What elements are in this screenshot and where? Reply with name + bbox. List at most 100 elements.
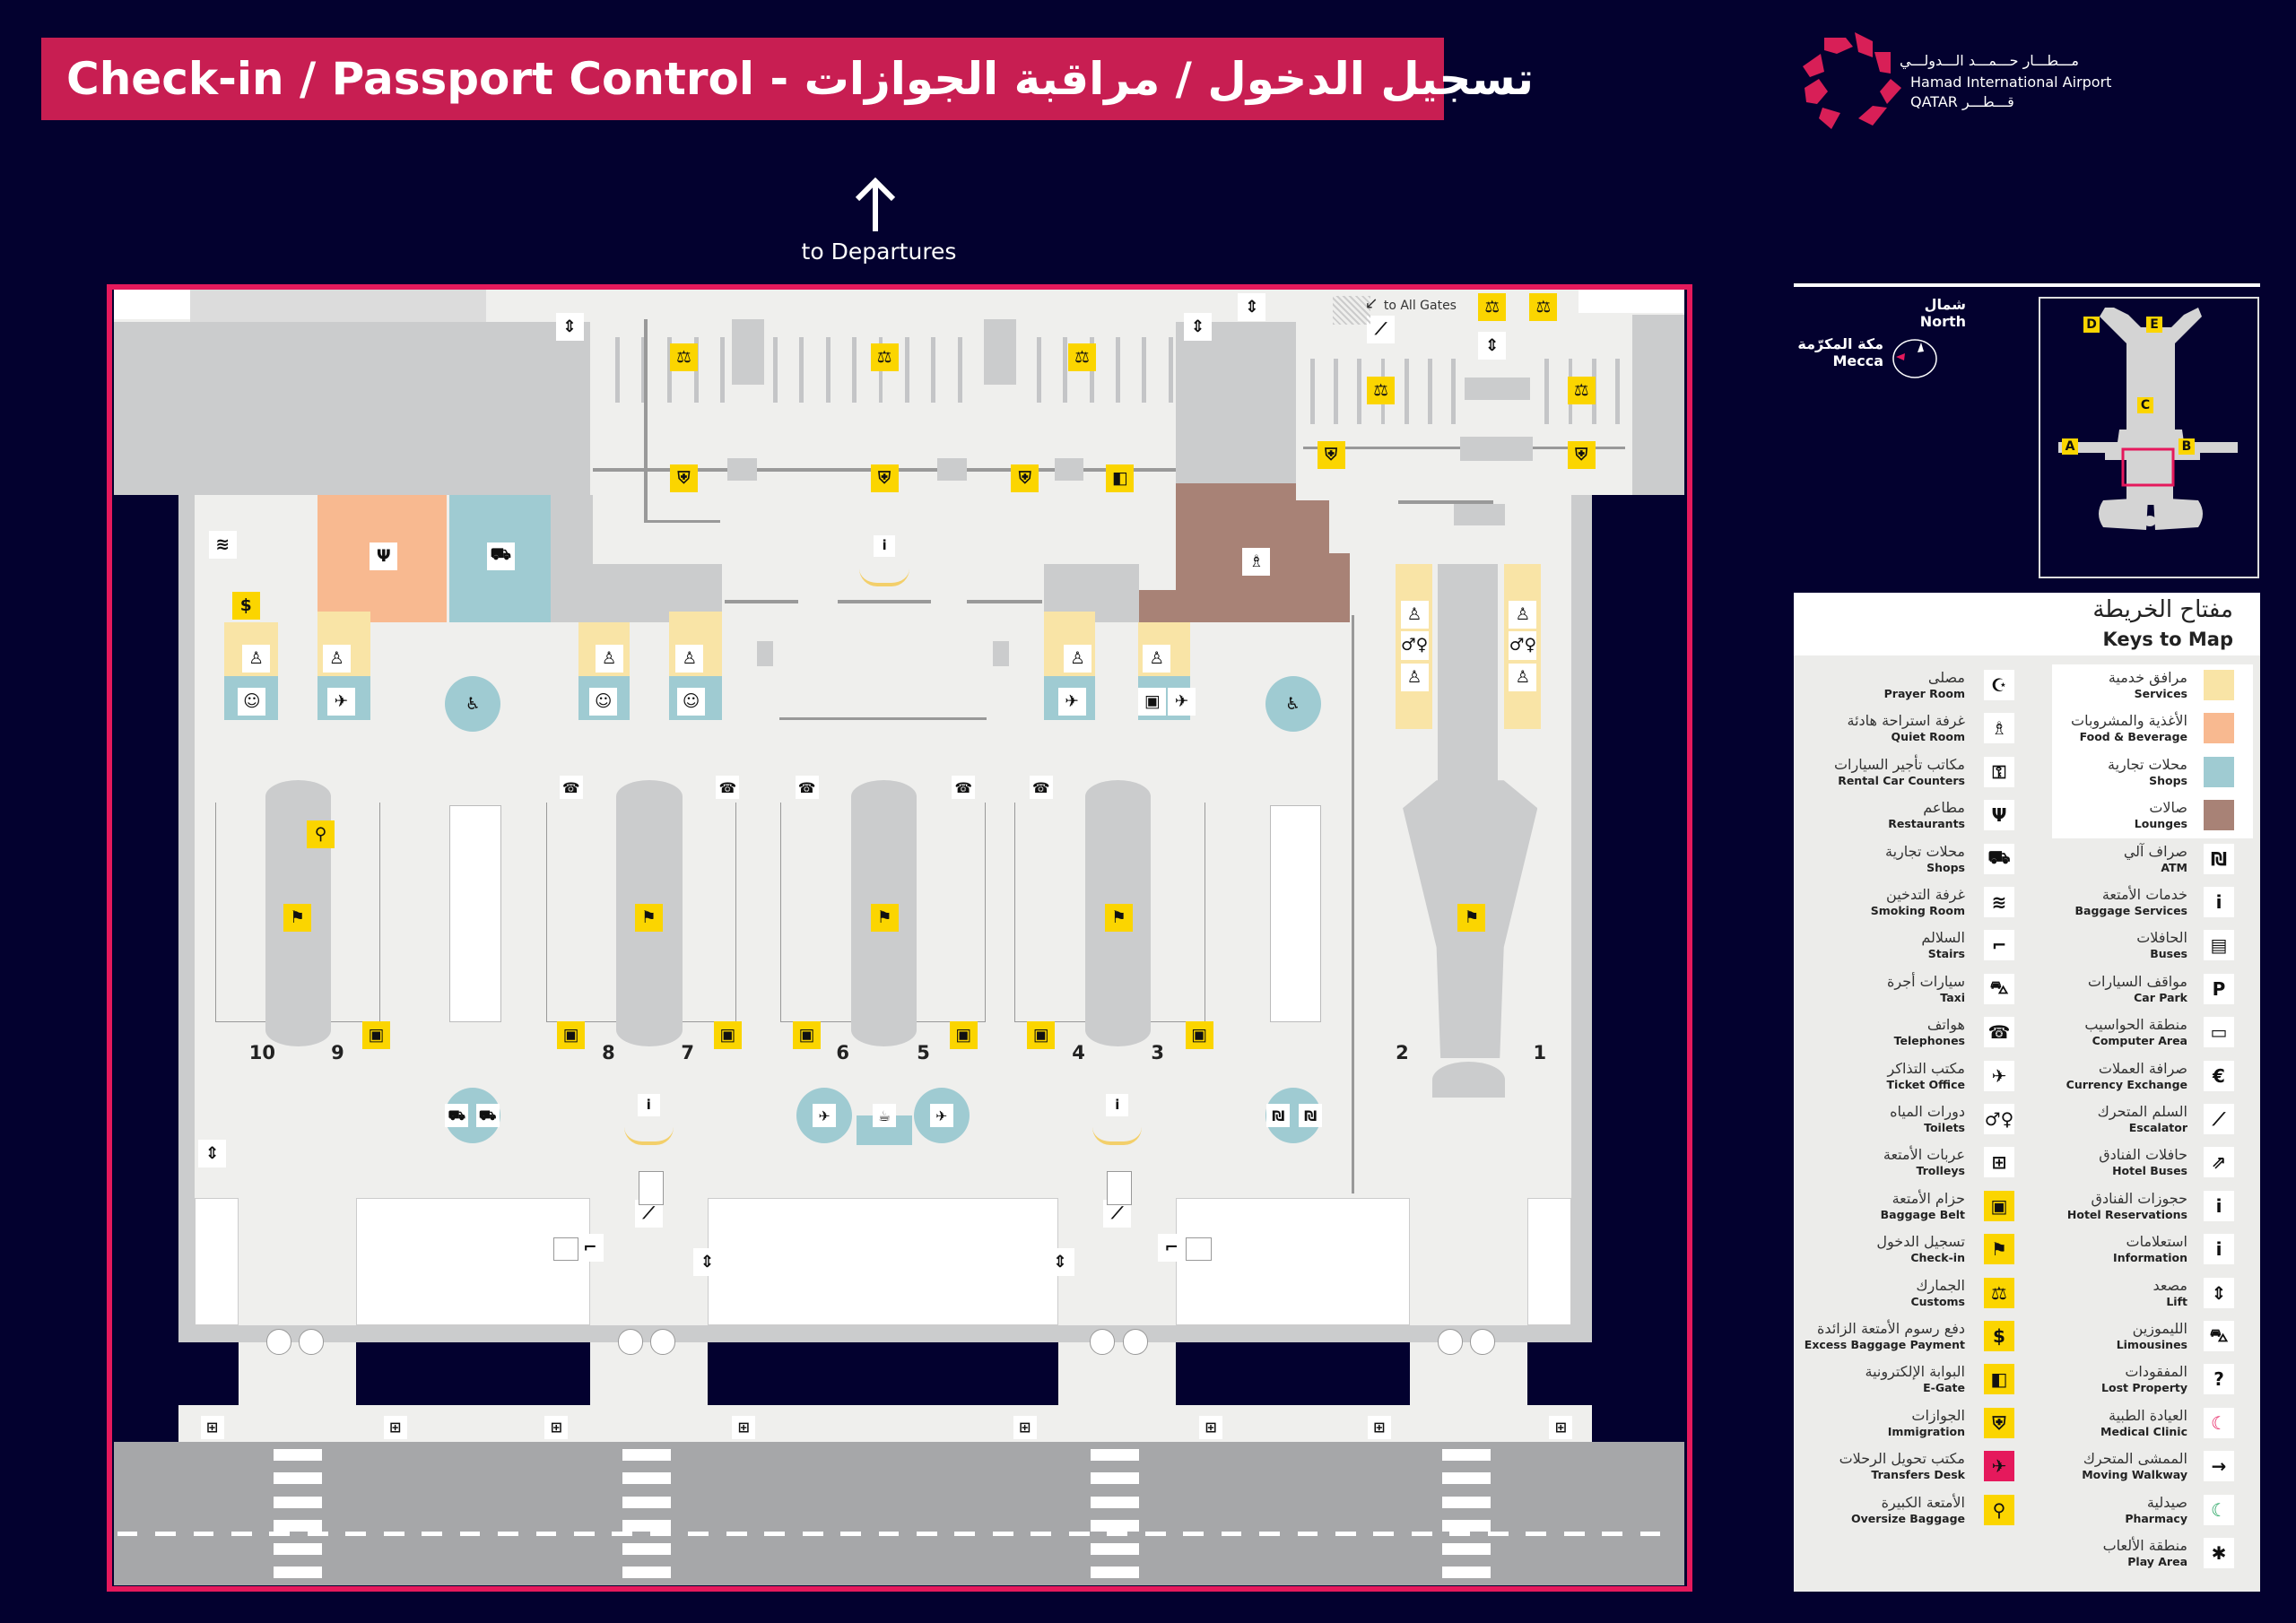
rental-car-icon: ⚿ xyxy=(1984,756,2014,787)
legend-label-en: Excess Baggage Payment xyxy=(1804,1338,1965,1351)
legend-label-en: Play Area xyxy=(2127,1555,2187,1568)
legend-label-ar: هواتف xyxy=(1926,1016,1965,1034)
legend-label-ar: غرفة التدخين xyxy=(1886,886,1965,903)
stairs-icon: ⌐ xyxy=(1984,930,2014,961)
legend-label-en: Shops xyxy=(2149,773,2187,787)
legend-label-en: Baggage Services xyxy=(2074,904,2187,917)
legend-label-ar: تسجيل الدخول xyxy=(1876,1233,1965,1251)
legend-label-ar: غرفة استراحة هادئة xyxy=(1847,712,1965,730)
car-park-icon: P xyxy=(2204,973,2234,1004)
legend-label-ar: البوابة الإلكترونية xyxy=(1865,1363,1966,1381)
limousine-icon: ⛍ xyxy=(2204,1321,2234,1351)
bus-icon: ▤ xyxy=(2204,930,2234,961)
arrow-up-icon xyxy=(855,178,896,231)
to-departures-label: to Departures xyxy=(801,239,957,265)
legend-label-en: Customs xyxy=(1910,1294,1965,1308)
taxi-icon: ⛍ xyxy=(1984,973,2014,1004)
legend-header: مفتاح الخريطة Keys to Map xyxy=(1794,593,2260,655)
lost-property-icon: ? xyxy=(2204,1364,2234,1395)
ticket-icon: ✈ xyxy=(1984,1060,2014,1091)
legend-label-en: Lift xyxy=(2166,1294,2187,1308)
baggage-belt-icon: ▣ xyxy=(1984,1190,2014,1221)
legend-label-en: Services xyxy=(2134,687,2187,700)
legend-label-ar: صراف آلي xyxy=(2123,842,2187,860)
legend-label-ar: المفقودات xyxy=(2125,1363,2187,1381)
legend-label-ar: العيادة الطبية xyxy=(2108,1406,2187,1424)
legend-label-en: Oversize Baggage xyxy=(1851,1511,1965,1525)
legend-label-en: Moving Walkway xyxy=(2082,1468,2187,1482)
restaurant-icon: Ψ xyxy=(1984,800,2014,831)
legend-label-en: Ticket Office xyxy=(1886,1077,1965,1091)
legend-label-ar: مصلى xyxy=(1927,669,1965,686)
legend-title-ar: مفتاح الخريطة xyxy=(2092,596,2233,623)
pharmacy-icon: ☾ xyxy=(2204,1494,2234,1525)
customs-icon: ⚖ xyxy=(1984,1277,2014,1308)
legend-label-en: Hotel Reservations xyxy=(2066,1207,2187,1221)
concourse-label: A xyxy=(2062,438,2078,455)
legend-label-en: Currency Exchange xyxy=(2066,1077,2187,1091)
telephone-icon: ☎ xyxy=(1984,1017,2014,1048)
legend-label-en: Escalator xyxy=(2128,1121,2187,1134)
hamad-airport-logo xyxy=(1803,32,1901,129)
hotel-reservation-icon: i xyxy=(2204,1190,2234,1221)
toilets-icon: ♂♀ xyxy=(1984,1104,2014,1134)
currency-exchange-icon: € xyxy=(2204,1060,2234,1091)
compass-icon xyxy=(1892,339,1937,378)
legend-label-en: Smoking Room xyxy=(1870,904,1965,917)
moving-walkway-icon: → xyxy=(2204,1451,2234,1482)
north-label: شمال North xyxy=(1866,296,1966,330)
legend-label-ar: دفع رسوم الأمتعة الزائدة xyxy=(1817,1320,1965,1337)
cart-icon: ⛟ xyxy=(1984,843,2014,874)
legend-label-en: Toilets xyxy=(1924,1121,1965,1134)
legend-label-ar: الليموزين xyxy=(2132,1320,2187,1337)
divider xyxy=(1794,283,2260,287)
e-gate-icon: ◧ xyxy=(1984,1364,2014,1395)
legend-label-ar: الأغذية والمشروبات xyxy=(2071,712,2187,730)
quiet-room-icon: ♗ xyxy=(1984,713,2014,744)
legend-label-ar: حزام الأمتعة xyxy=(1892,1189,1965,1207)
legend-label-en: Pharmacy xyxy=(2125,1511,2187,1525)
legend-label-en: Restaurants xyxy=(1888,817,1965,831)
legend-label-en: Limousines xyxy=(2116,1338,2187,1351)
legend-label-ar: الممشى المتحرك xyxy=(2083,1450,2187,1468)
legend-label-ar: مطاعم xyxy=(1923,799,1965,817)
computer-icon: ▭ xyxy=(2204,1017,2234,1048)
trolley-icon: ⊞ xyxy=(1984,1147,2014,1178)
legend-label-ar: عربات الأمتعة xyxy=(1883,1146,1965,1164)
legend-label-en: Information xyxy=(2113,1251,2187,1265)
legend-label-ar: الجمارك xyxy=(1916,1276,1965,1294)
legend-label-ar: مكاتب تأجير السيارات xyxy=(1833,755,1965,773)
legend-label-en: Hotel Buses xyxy=(2112,1164,2187,1178)
legend-label-en: Baggage Belt xyxy=(1880,1207,1965,1221)
legend-label-ar: حجوزات الفنادق xyxy=(2091,1189,2187,1207)
medical-clinic-icon: ☾ xyxy=(2204,1407,2234,1438)
legend-label-en: Buses xyxy=(2150,947,2187,961)
north-ar: شمال xyxy=(1924,296,1966,313)
atm-icon: ₪ xyxy=(2204,843,2234,874)
legend-label-en: Rental Car Counters xyxy=(1838,773,1965,787)
legend-label-ar: دورات المياه xyxy=(1890,1103,1965,1120)
